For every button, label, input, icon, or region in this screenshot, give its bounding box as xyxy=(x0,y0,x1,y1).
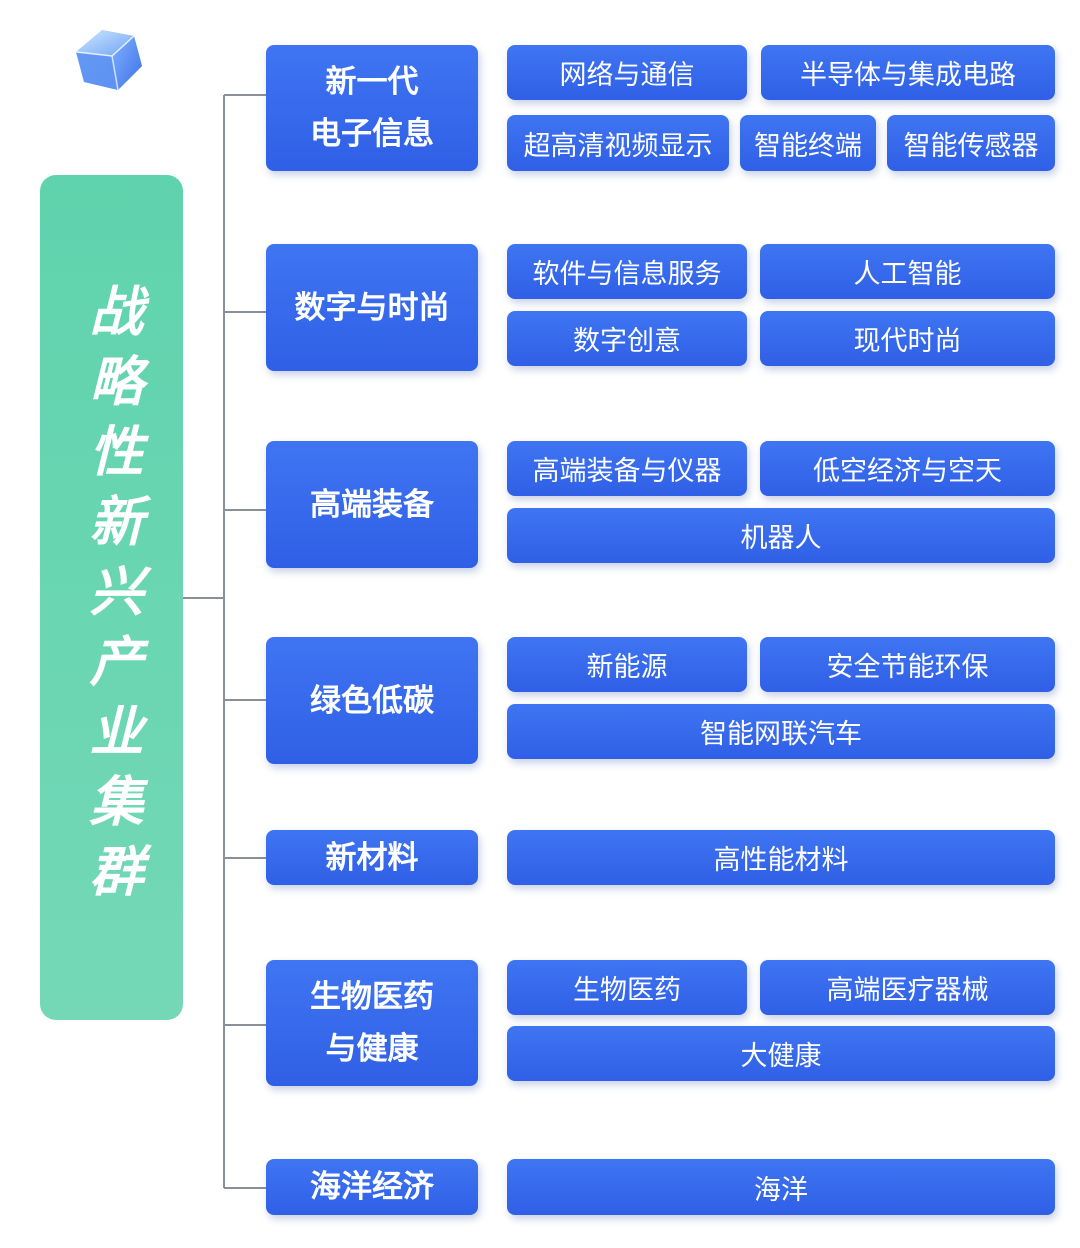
sub-item: 机器人 xyxy=(507,508,1055,563)
cube-logo-icon xyxy=(72,26,148,94)
sub-item: 软件与信息服务 xyxy=(507,244,747,299)
category-high-end-equipment: 高端装备 xyxy=(266,441,478,568)
sub-item: 生物医药 xyxy=(507,960,747,1015)
sub-item: 人工智能 xyxy=(760,244,1055,299)
sub-item: 高端装备与仪器 xyxy=(507,441,747,496)
category-marine-economy: 海洋经济 xyxy=(266,1159,478,1215)
root-node: 战略性新兴产业集群 xyxy=(40,175,183,1020)
sub-item: 超高清视频显示 xyxy=(507,115,729,171)
sub-item: 高性能材料 xyxy=(507,830,1055,885)
category-new-materials: 新材料 xyxy=(266,830,478,885)
category-green-low-carbon: 绿色低碳 xyxy=(266,637,478,764)
sub-item: 网络与通信 xyxy=(507,45,747,100)
category-electronic-info: 新一代 电子信息 xyxy=(266,45,478,171)
sub-item: 新能源 xyxy=(507,637,747,692)
sub-item: 高端医疗器械 xyxy=(760,960,1055,1015)
sub-item: 智能网联汽车 xyxy=(507,704,1055,759)
sub-item: 数字创意 xyxy=(507,311,747,366)
root-title: 战略性新兴产业集群 xyxy=(80,282,143,913)
category-biomedicine-health: 生物医药 与健康 xyxy=(266,960,478,1086)
sub-item: 低空经济与空天 xyxy=(760,441,1055,496)
category-digital-fashion: 数字与时尚 xyxy=(266,244,478,371)
sub-item: 智能终端 xyxy=(740,115,876,171)
sub-item: 半导体与集成电路 xyxy=(761,45,1055,100)
sub-item: 智能传感器 xyxy=(887,115,1055,171)
sub-item: 大健康 xyxy=(507,1026,1055,1081)
sub-item: 海洋 xyxy=(507,1159,1055,1215)
sub-item: 现代时尚 xyxy=(760,311,1055,366)
sub-item: 安全节能环保 xyxy=(760,637,1055,692)
